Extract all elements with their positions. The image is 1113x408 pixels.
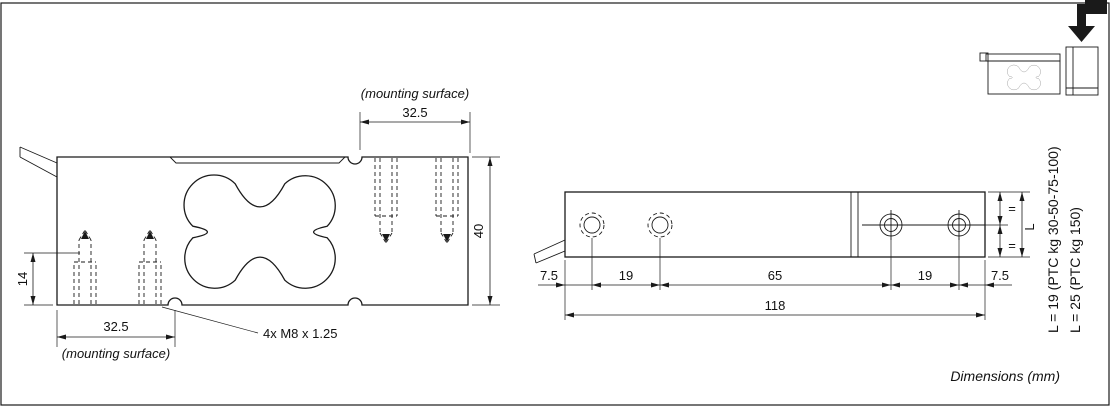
- mounting-surface-label-bottom: (mounting surface): [62, 346, 170, 361]
- equal-mark-top: =: [1008, 201, 1016, 216]
- through-hole-2: [947, 210, 971, 240]
- end-view-inset: [979, 4, 1099, 96]
- dim-bottom-width: 32.5: [103, 319, 128, 334]
- units-note: Dimensions (mm): [950, 368, 1060, 384]
- dim-edge-offset-right: 7.5: [991, 268, 1009, 283]
- cable-top-view: [533, 239, 566, 264]
- threaded-hole-2: [647, 212, 673, 238]
- equal-mark-bottom: =: [1008, 238, 1016, 253]
- corner-mark: [1085, 0, 1107, 14]
- through-hole-1: [879, 210, 903, 240]
- dim-height: 40: [471, 224, 486, 238]
- dim-total-length: 118: [765, 298, 786, 313]
- tapped-hole-bottom-right: [138, 229, 162, 304]
- note-l19: L = 19 (PTC kg 30-50-75-100): [1045, 146, 1061, 333]
- tapped-hole-top-left: [374, 158, 398, 244]
- capacity-notes: L = 19 (PTC kg 30-50-75-100) L = 25 (PTC…: [1045, 146, 1083, 333]
- dim-hole-spacing-left: 19: [619, 268, 633, 283]
- cable: [19, 146, 58, 178]
- load-direction-arrow-icon: [1068, 4, 1095, 42]
- flexure-cutout: [183, 174, 336, 289]
- dim-edge-offset-left: 7.5: [540, 268, 558, 283]
- threaded-hole-1: [579, 212, 605, 238]
- flexure-cutout-small: [1007, 64, 1041, 90]
- dim-hole-spacing-right: 19: [918, 268, 932, 283]
- note-l25: L = 25 (PTC kg 150): [1067, 207, 1083, 333]
- thread-note: 4x M8 x 1.25: [263, 326, 337, 341]
- tapped-hole-top-right: [435, 158, 459, 244]
- top-view-dimensions: 7.5 19 65 19 7.5 118 = = L: [538, 191, 1037, 320]
- dim-length-l: L: [1022, 223, 1037, 230]
- top-view: [533, 191, 986, 264]
- dim-top-width: 32.5: [402, 105, 427, 120]
- side-view-dimensions: (mounting surface) 32.5 40 14 32.5 (moun…: [15, 86, 500, 361]
- mounting-surface-label-top: (mounting surface): [361, 86, 469, 101]
- dim-hole-span-center: 65: [768, 268, 782, 283]
- side-view: [19, 146, 469, 306]
- dim-stud-height: 14: [15, 272, 30, 286]
- tapped-hole-bottom-left: [73, 229, 97, 304]
